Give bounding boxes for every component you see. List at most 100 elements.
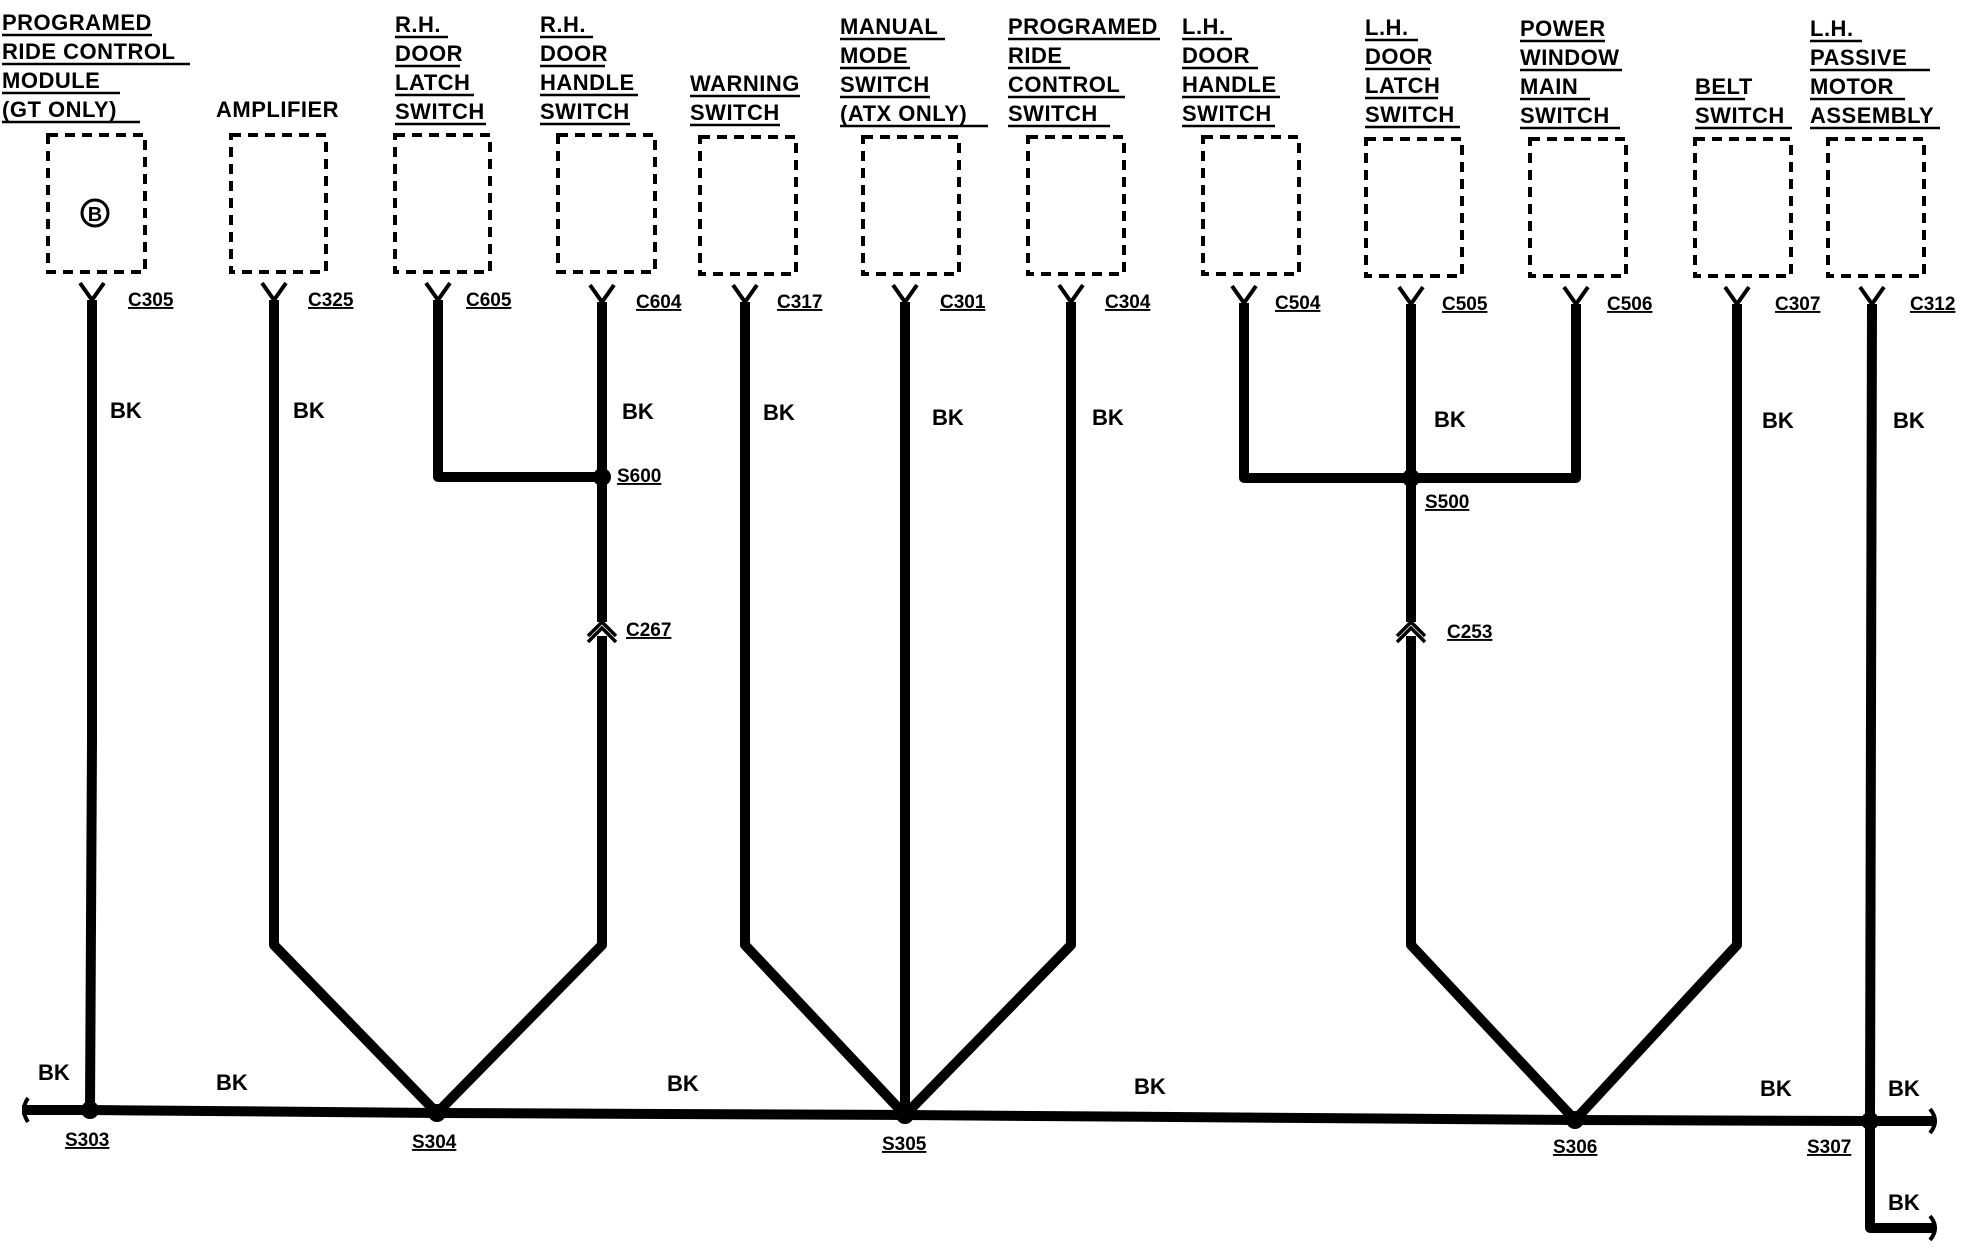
wire-c325 <box>269 300 441 1117</box>
svg-text:BK: BK <box>293 398 325 423</box>
terminal-c325-icon <box>260 281 288 304</box>
terminal-c305-icon <box>78 281 106 304</box>
svg-text:C304: C304 <box>1105 292 1151 313</box>
terminal-c312-icon <box>1858 285 1886 308</box>
splice-s304-dot <box>428 1104 446 1122</box>
svg-text:S306: S306 <box>1553 1137 1597 1158</box>
component-7-box <box>1201 135 1301 276</box>
svg-text:L.H.: L.H. <box>1810 16 1854 41</box>
svg-text:WINDOW: WINDOW <box>1520 45 1620 70</box>
svg-text:MOTOR: MOTOR <box>1810 74 1894 99</box>
svg-text:DOOR: DOOR <box>395 41 463 66</box>
wire-c604 <box>433 302 607 1117</box>
svg-text:MODE: MODE <box>840 43 908 68</box>
component-1-label: AMPLIFIER <box>216 97 339 122</box>
svg-text:CONTROL: CONTROL <box>1008 72 1120 97</box>
component-6-box <box>1026 135 1126 276</box>
marker-b-icon: B <box>80 198 110 228</box>
svg-text:C305: C305 <box>128 290 174 311</box>
terminal-c604-icon <box>588 283 616 306</box>
svg-text:S500: S500 <box>1425 492 1469 513</box>
wire-c317 <box>740 302 909 1119</box>
splice-s305-dot <box>896 1106 914 1124</box>
ground-bus-wire <box>22 1105 1935 1126</box>
svg-text:S307: S307 <box>1807 1137 1851 1158</box>
svg-text:C325: C325 <box>308 290 354 311</box>
svg-text:C301: C301 <box>940 292 986 313</box>
svg-text:SWITCH: SWITCH <box>395 99 485 124</box>
svg-text:C605: C605 <box>466 290 512 311</box>
splice-dots <box>81 468 1879 1130</box>
svg-text:BK: BK <box>1760 1076 1792 1101</box>
svg-text:B: B <box>88 204 102 226</box>
svg-text:C307: C307 <box>1775 294 1820 315</box>
component-10-box <box>1693 137 1793 278</box>
svg-text:BK: BK <box>1092 405 1124 430</box>
svg-text:BK: BK <box>622 399 654 424</box>
inline-connector-label: C267 <box>626 620 671 641</box>
component-boxes <box>46 133 1926 278</box>
terminal-c317-icon <box>731 283 759 306</box>
svg-text:BELT: BELT <box>1695 74 1753 99</box>
svg-text:HANDLE: HANDLE <box>1182 72 1277 97</box>
svg-text:S600: S600 <box>617 466 661 487</box>
terminal-c504-icon <box>1230 284 1258 307</box>
component-10-label: BELT SWITCH <box>1695 74 1785 128</box>
svg-text:LATCH: LATCH <box>395 70 470 95</box>
terminal-c506-icon <box>1562 285 1590 308</box>
svg-text:BK: BK <box>216 1070 248 1095</box>
svg-text:L.H.: L.H. <box>1182 14 1226 39</box>
svg-text:BK: BK <box>1434 407 1466 432</box>
svg-text:L.H.: L.H. <box>1365 15 1409 40</box>
svg-text:SWITCH: SWITCH <box>840 72 930 97</box>
component-11-box <box>1826 137 1926 278</box>
component-2-box <box>393 133 492 274</box>
inline-connector-label: C253 <box>1447 622 1492 643</box>
svg-text:SWITCH: SWITCH <box>1182 101 1272 126</box>
svg-text:BK: BK <box>38 1060 70 1085</box>
svg-text:HANDLE: HANDLE <box>540 70 635 95</box>
wires <box>22 300 1937 1242</box>
svg-text:R.H.: R.H. <box>540 12 586 37</box>
svg-text:DOOR: DOOR <box>1365 44 1433 69</box>
svg-text:S303: S303 <box>65 1130 109 1151</box>
wire-c304 <box>901 302 1076 1119</box>
svg-text:C312: C312 <box>1910 294 1955 315</box>
connector-labels: C305 C325 C605 C604 C317 C301 C304 C504 … <box>128 290 1955 315</box>
svg-text:SWITCH: SWITCH <box>1695 103 1785 128</box>
inline-connector-c267-icon <box>586 619 618 644</box>
svg-text:C505: C505 <box>1442 294 1488 315</box>
component-8-label: L.H. DOOR LATCH SWITCH <box>1365 15 1455 127</box>
svg-text:AMPLIFIER: AMPLIFIER <box>216 97 339 122</box>
component-5-label: MANUAL MODE SWITCH (ATX ONLY) <box>840 14 967 126</box>
svg-text:C604: C604 <box>636 292 682 313</box>
splice-s306-dot <box>1566 1111 1584 1129</box>
wire-color-labels: BK BK BK BK BK BK BK BK BK BK BK BK BK B… <box>38 398 1925 1215</box>
svg-text:POWER: POWER <box>1520 16 1606 41</box>
wire-c305 <box>85 300 97 1111</box>
component-4-label: WARNING SWITCH <box>690 71 799 125</box>
svg-text:SWITCH: SWITCH <box>1365 102 1455 127</box>
svg-text:ASSEMBLY: ASSEMBLY <box>1810 103 1934 128</box>
splice-s500-dot <box>1402 469 1420 487</box>
component-0-box <box>46 133 147 274</box>
svg-text:S304: S304 <box>412 1132 457 1153</box>
wire-c605 <box>433 300 602 482</box>
component-3-label: R.H. DOOR HANDLE SWITCH <box>540 12 635 124</box>
component-8-box <box>1364 137 1464 278</box>
svg-text:C506: C506 <box>1607 294 1652 315</box>
label-underlines <box>2 33 1940 130</box>
terminal-c307-icon <box>1723 285 1751 308</box>
terminal-c301-icon <box>891 283 919 306</box>
component-4-box <box>698 135 798 276</box>
s307-down-wire <box>1865 1121 1935 1233</box>
svg-text:SWITCH: SWITCH <box>690 100 780 125</box>
svg-text:SWITCH: SWITCH <box>540 99 630 124</box>
terminal-c304-icon <box>1057 283 1085 306</box>
svg-text:MANUAL: MANUAL <box>840 14 938 39</box>
svg-text:BK: BK <box>667 1071 699 1096</box>
wire-c505 <box>1406 304 1579 1124</box>
svg-text:SWITCH: SWITCH <box>1520 103 1610 128</box>
svg-text:MODULE: MODULE <box>2 68 100 93</box>
svg-text:BK: BK <box>1893 408 1925 433</box>
